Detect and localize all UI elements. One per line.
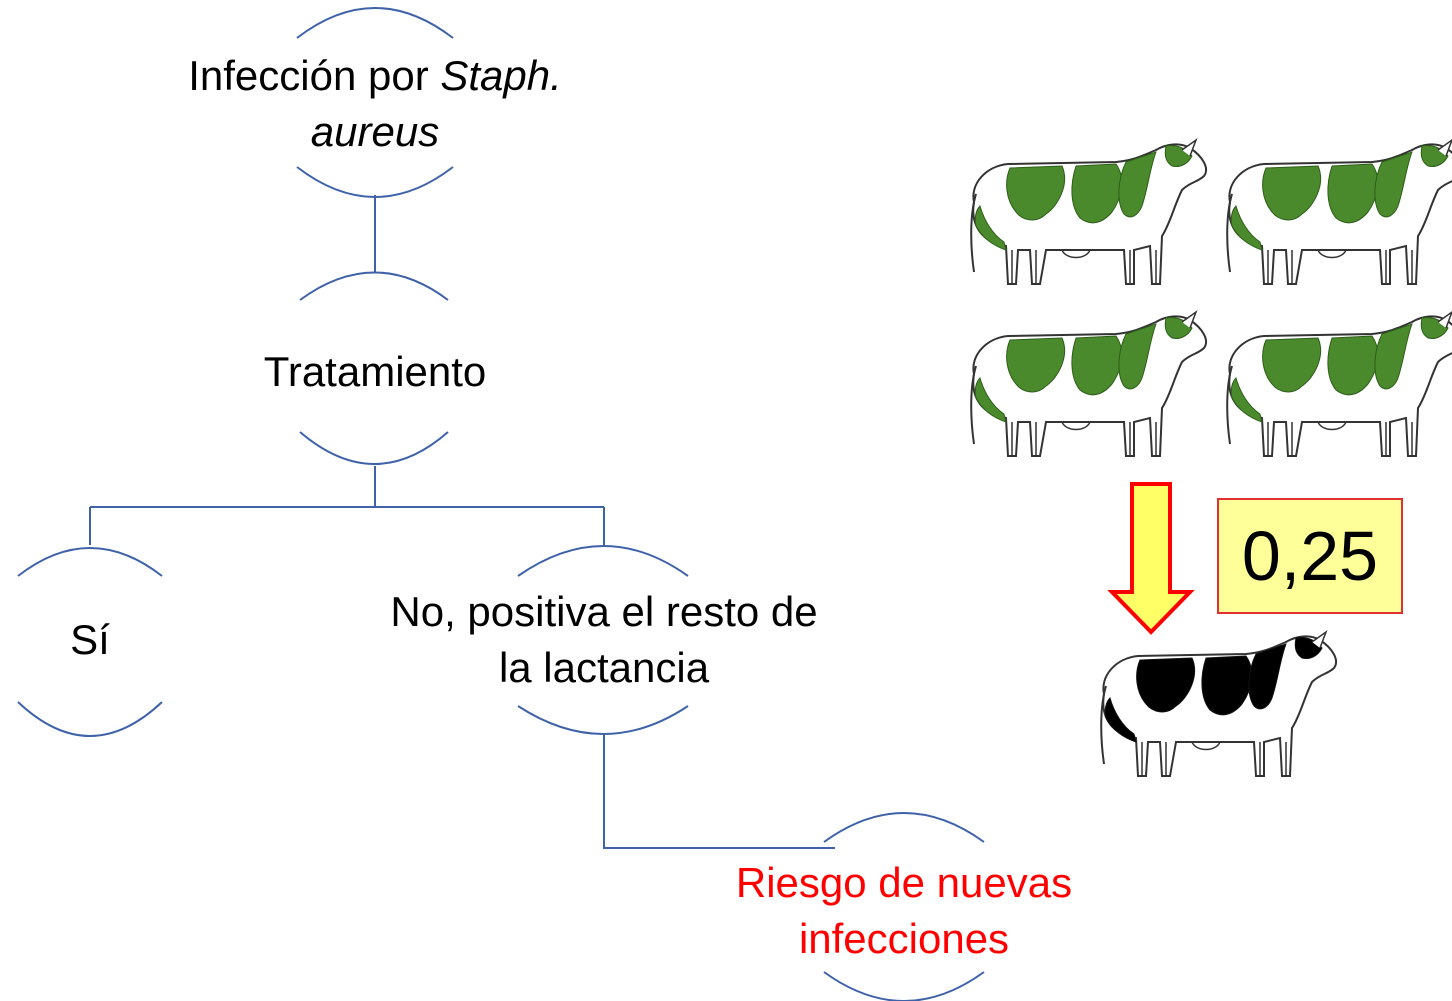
node-yes-text: Sí [70,616,110,663]
down-arrow-icon [1107,482,1195,635]
node-root-text: Infección por Staph. aureus [160,48,590,160]
root-text-italic-2: aureus [310,108,440,155]
risk-line-2: infecciones [798,915,1010,962]
root-text-plain: Infección por [188,52,441,99]
green-cow-icon [1226,139,1452,285]
root-text-italic-1: Staph. [440,52,562,99]
green-cow-icon [970,139,1208,285]
node-treatment-text: Tratamiento [263,348,487,395]
black-cow-icon [1100,631,1338,777]
node-arcs [17,7,985,1001]
connector-lines [89,195,835,849]
green-cow-icon [1226,311,1452,457]
no-line-1: No, positiva el resto de [390,588,818,635]
no-line-2: la lactancia [498,644,710,691]
risk-line-1: Riesgo de nuevas [735,859,1073,906]
node-risk-text: Riesgo de nuevas infecciones [704,855,1104,967]
ratio-value: 0,25 [1241,517,1379,595]
green-cow-icon [970,311,1208,457]
ratio-value-box: 0,25 [1217,498,1403,614]
node-no-text: No, positiva el resto de la lactancia [354,584,854,696]
